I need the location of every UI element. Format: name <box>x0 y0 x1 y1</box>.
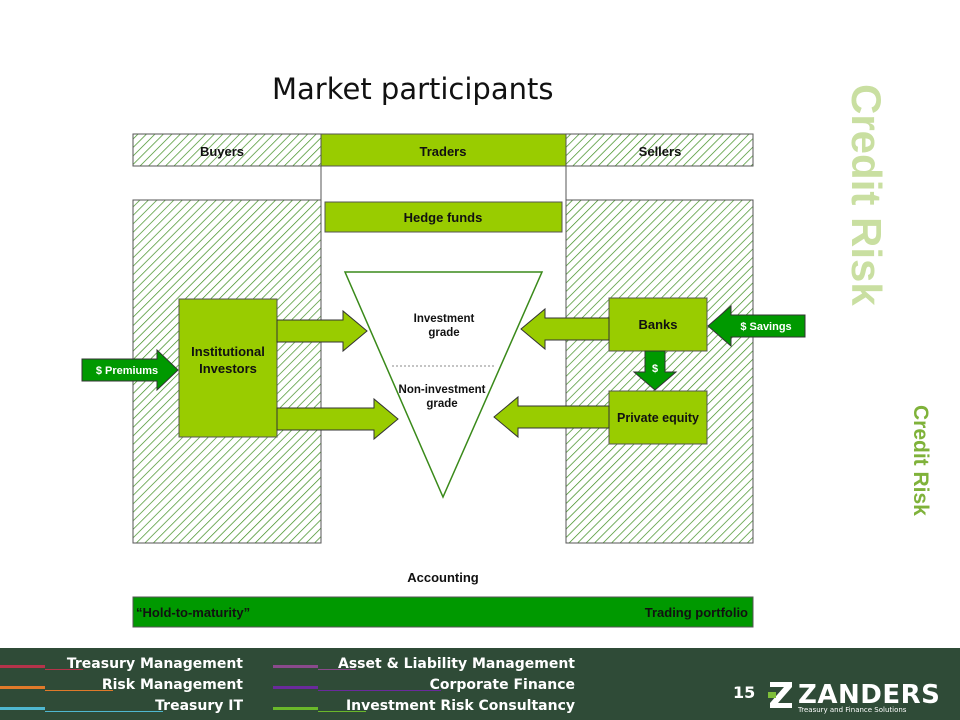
footer-thin-line <box>45 711 163 712</box>
zanders-logo: ZANDERS Treasury and Finance Solutions <box>768 678 940 718</box>
footer-thin-line <box>318 711 366 712</box>
footer-item-corporate-finance: Corporate Finance <box>273 677 575 697</box>
footer-color-bar <box>0 707 45 710</box>
institutional-investors-line1: Institutional <box>191 344 265 359</box>
buyers-label: Buyers <box>200 144 244 159</box>
footer-color-bar <box>273 686 318 689</box>
premiums-label: $ Premiums <box>96 365 158 377</box>
grade-triangle <box>343 271 544 499</box>
investment-grade-line1: Investment <box>414 313 475 325</box>
credit-risk-section-label: Credit Risk <box>909 405 932 516</box>
private-equity-label: Private equity <box>617 411 699 425</box>
buyers-header <box>132 133 322 167</box>
sellers-label: Sellers <box>639 144 682 159</box>
hedge-funds-label: Hedge funds <box>404 210 483 225</box>
investment-grade-line2: grade <box>428 327 459 339</box>
footer-color-bar <box>0 686 45 689</box>
banks-label: Banks <box>638 317 677 332</box>
dollar-down-arrow <box>632 350 678 391</box>
hold-to-maturity-label: “Hold-to-maturity” <box>136 605 250 620</box>
zanders-z-icon <box>768 682 792 708</box>
accounting-bar <box>132 596 754 628</box>
hedge-funds-box <box>324 201 563 233</box>
footer-item-risk-management: Risk Management <box>0 677 243 697</box>
arrow-to-investment-grade <box>276 309 368 353</box>
page-number: 15 <box>733 683 756 702</box>
footer-item-investment-risk-consultancy: Investment Risk Consultancy <box>273 698 575 718</box>
premiums-arrow <box>81 348 179 392</box>
footer-thin-line <box>45 690 113 691</box>
trading-portfolio-label: Trading portfolio <box>645 605 748 620</box>
accounting-label: Accounting <box>407 570 479 585</box>
footer-item-asset-liability-management: Asset & Liability Management <box>273 656 575 676</box>
footer-label: Treasury IT <box>155 698 243 714</box>
footer-color-bar <box>0 665 45 668</box>
arrow-to-non-investment-grade <box>276 397 399 441</box>
market-participants-diagram: Buyers Traders Sellers Hedge funds Inves… <box>81 133 806 628</box>
footer-thin-line <box>45 669 83 670</box>
non-investment-grade-line1: Non-investment <box>399 384 486 396</box>
footer-thin-line <box>318 690 441 691</box>
footer-label: Investment Risk Consultancy <box>345 698 575 714</box>
footer-color-bar <box>273 707 318 710</box>
footer: Treasury Management Risk Management Trea… <box>0 648 960 720</box>
sellers-header <box>565 133 754 167</box>
zanders-tagline: Treasury and Finance Solutions <box>798 706 907 714</box>
footer-item-treasury-it: Treasury IT <box>0 698 243 718</box>
banks-box <box>608 297 708 352</box>
slide-title: Market participants <box>272 72 554 106</box>
arrow-pe-to-non-investment-grade <box>493 395 610 439</box>
footer-label: Asset & Liability Management <box>338 656 575 672</box>
savings-arrow <box>707 304 806 348</box>
arrow-banks-to-investment-grade <box>520 307 610 351</box>
footer-color-bar <box>273 665 318 668</box>
savings-label: $ Savings <box>740 321 791 333</box>
non-investment-grade-line2: grade <box>426 398 457 410</box>
footer-item-treasury-management: Treasury Management <box>0 656 243 676</box>
footer-label: Treasury Management <box>66 656 243 672</box>
zanders-wordmark: ZANDERS <box>798 680 941 710</box>
institutional-investors-line2: Investors <box>199 361 257 376</box>
footer-label: Risk Management <box>101 677 243 693</box>
private-equity-box <box>608 390 708 445</box>
credit-risk-watermark: Credit Risk <box>843 84 890 306</box>
institutional-investors-box <box>178 298 278 438</box>
footer-thin-line <box>318 669 356 670</box>
traders-header <box>320 133 567 167</box>
dollar-label: $ <box>652 363 658 375</box>
traders-label: Traders <box>420 144 467 159</box>
footer-label: Corporate Finance <box>429 677 575 693</box>
